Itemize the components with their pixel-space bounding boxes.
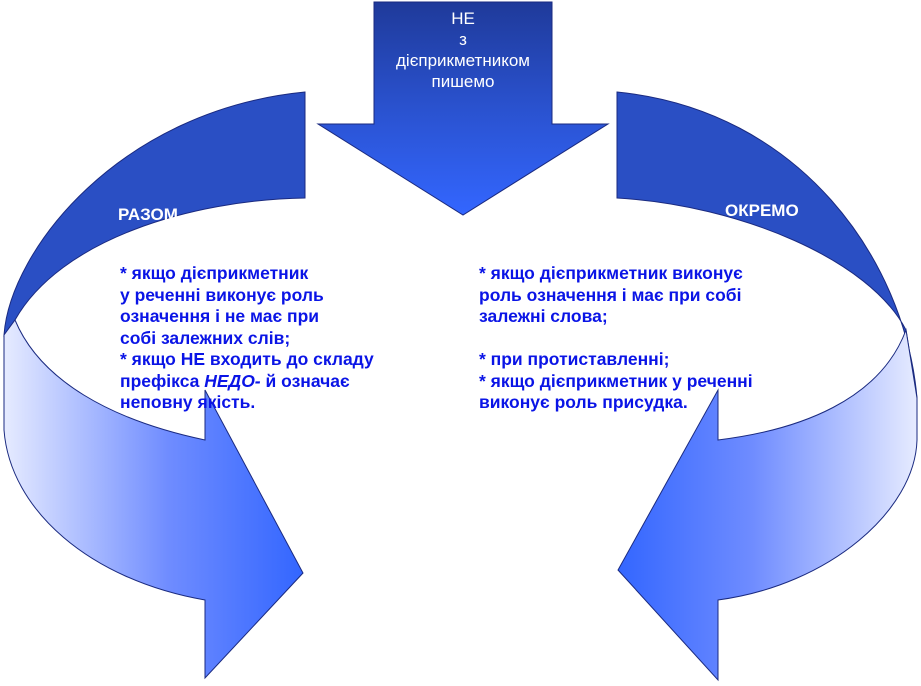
together-rule-line: * якщо НЕ входить до складу [120,349,374,369]
prefix-text-suffix: й означає [260,370,350,391]
together-rule-line-prefix: префікса НЕДО- й означає [120,371,374,393]
separately-rule-line: ​ [479,328,753,350]
separately-rules: * якщо дієприкметник виконує роль означе… [479,263,753,414]
separately-rule-line: * при протиставленні; [479,349,670,369]
center-line-write: пишемо [431,72,495,91]
together-rule-line: собі залежних слів; [120,327,291,348]
together-rule-line: у реченні виконує роль [120,284,324,305]
separately-rule-line: * якщо дієприкметник виконує [479,263,743,283]
center-down-arrow [316,1,610,216]
center-arrow-text: НЕ з дієприкметником пишемо [374,8,552,92]
prefix-text: префікса [120,370,205,391]
together-rule-line: неповну якість. [120,392,256,412]
center-line-z: з [459,30,467,49]
separately-rule-line: роль означення і має при собі [479,284,742,305]
separately-rule-line: * якщо дієприкметник у реченні [479,370,753,391]
together-rules: * якщо дієприкметник у реченні виконує р… [120,263,374,414]
separately-rule-line: залежні слова; [479,306,608,326]
left-arrow-tail [3,318,304,680]
right-arrow-tail [617,328,918,682]
separately-label: ОКРЕМО [725,201,799,220]
together-label: РАЗОМ [118,205,178,224]
together-rule-line: * якщо дієприкметник [120,263,309,283]
nedo-prefix-emphasis: НЕДО- [204,370,261,391]
together-rule-line: означення і не має при [120,306,320,326]
center-line-participle: дієприкметником [396,51,530,70]
center-line-ne: НЕ [451,9,475,28]
separately-rule-line: виконує роль присудка. [479,392,688,412]
